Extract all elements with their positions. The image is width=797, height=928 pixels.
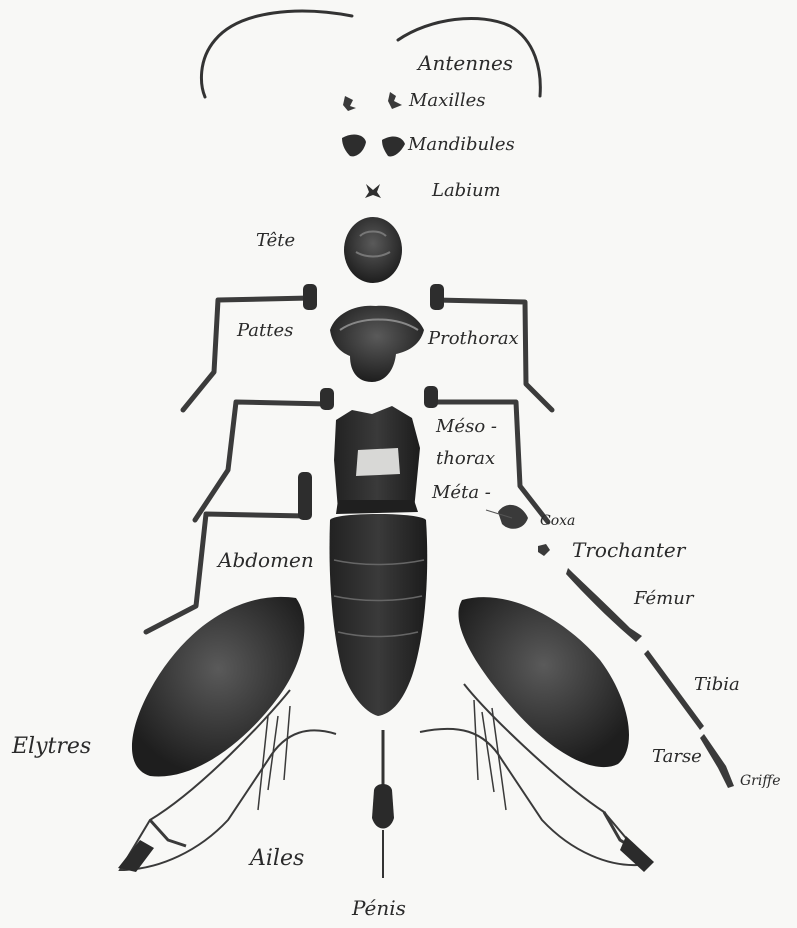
maxilles bbox=[343, 92, 402, 111]
label-thorax: thorax bbox=[436, 450, 495, 468]
labium bbox=[365, 184, 381, 198]
leg-left-1 bbox=[183, 298, 310, 410]
label-maxilles: Maxilles bbox=[409, 92, 485, 110]
tarse bbox=[700, 734, 734, 788]
label-penis: Pénis bbox=[352, 898, 406, 918]
prothorax bbox=[330, 306, 424, 382]
label-antennes: Antennes bbox=[418, 53, 513, 73]
label-femur: Fémur bbox=[634, 590, 693, 608]
elytre-right bbox=[458, 597, 629, 767]
penis bbox=[372, 730, 394, 878]
label-griffe: Griffe bbox=[740, 774, 781, 788]
label-mandibules: Mandibules bbox=[408, 136, 515, 154]
label-prothorax: Prothorax bbox=[428, 330, 519, 348]
label-abdomen: Abdomen bbox=[218, 550, 314, 570]
label-coxa: Coxa bbox=[540, 514, 575, 528]
trochanter bbox=[538, 544, 550, 556]
abdomen bbox=[330, 514, 428, 716]
label-pattes: Pattes bbox=[237, 322, 293, 340]
label-meta: Méta - bbox=[432, 484, 491, 502]
coxa bbox=[498, 505, 528, 529]
label-labium: Labium bbox=[432, 182, 501, 200]
label-tibia: Tibia bbox=[694, 676, 740, 694]
head bbox=[344, 217, 402, 283]
label-tete: Tête bbox=[256, 232, 295, 250]
femur bbox=[566, 568, 642, 642]
metathorax bbox=[336, 500, 418, 514]
mandibules bbox=[342, 135, 405, 157]
label-tarse: Tarse bbox=[652, 748, 702, 766]
label-trochanter: Trochanter bbox=[572, 540, 685, 560]
label-meso: Méso - bbox=[436, 418, 497, 436]
label-ailes: Ailes bbox=[250, 848, 304, 870]
antenna-left bbox=[201, 11, 352, 97]
label-elytres: Elytres bbox=[12, 736, 91, 758]
leg-right-1 bbox=[436, 300, 552, 410]
